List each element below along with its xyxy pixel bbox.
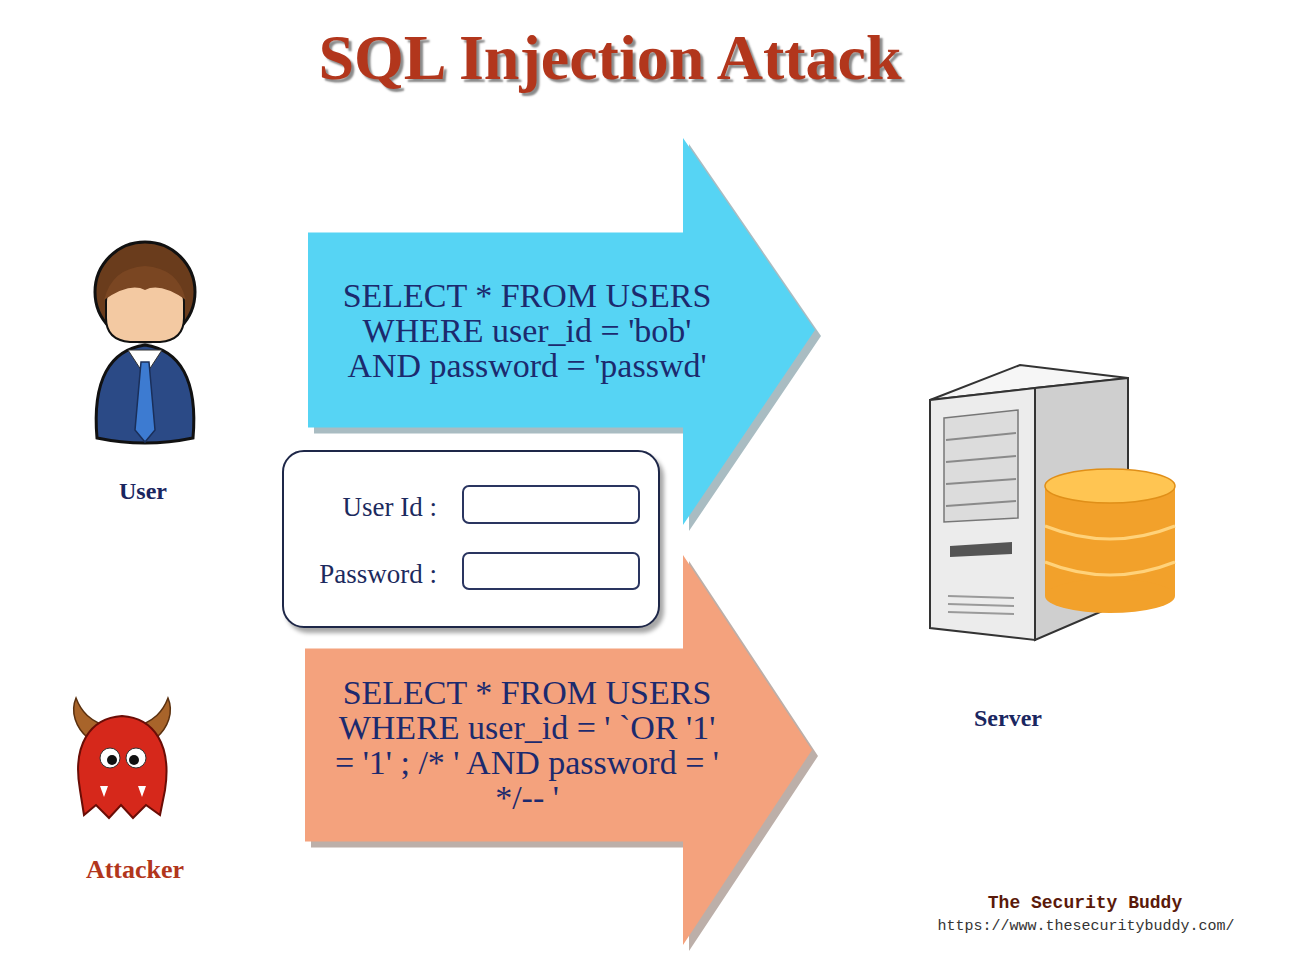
input-field: [462, 552, 640, 590]
field-label: Password :: [319, 558, 437, 590]
input-field: [462, 485, 640, 524]
actor-label: User: [119, 478, 167, 505]
login-form: User Id : Password :: [282, 450, 660, 628]
server-slot: [950, 542, 1012, 557]
database-top: [1045, 469, 1175, 503]
attacker-body: [78, 716, 166, 818]
attacker-fang: [100, 786, 108, 797]
user-body: [96, 345, 194, 443]
attacker-icon: [74, 698, 171, 818]
injection-arrow: SELECT * FROM USERS WHERE user_id = ' `O…: [297, 547, 827, 967]
arrow-fill: [305, 555, 812, 945]
sql-query: SELECT * FROM USERS WHERE user_id = 'bob…: [327, 278, 727, 383]
server-front: [930, 388, 1035, 640]
user-hair: [95, 242, 195, 342]
database-bottom: [1045, 579, 1175, 613]
server-vent: [948, 596, 1014, 614]
watermark-url: https://www.thesecuritybuddy.com/: [937, 918, 1234, 935]
attacker-eye: [100, 748, 120, 768]
attacker-pupil: [107, 755, 117, 765]
field-label: User Id :: [343, 491, 437, 523]
drive-bay-lines: [946, 433, 1016, 506]
user-icon: [95, 242, 195, 443]
attacker-eye: [126, 748, 146, 768]
server-label: Server: [974, 705, 1042, 732]
user-face: [106, 286, 184, 342]
attacker-pupil: [129, 755, 139, 765]
database-icon: [1045, 469, 1175, 613]
database-ring: [1045, 526, 1175, 575]
actor-label: Attacker: [86, 855, 184, 885]
diagram-title: SQL Injection Attack: [318, 26, 901, 90]
attacker-fang: [138, 786, 146, 797]
drive-bay: [944, 410, 1018, 522]
watermark: The Security Buddy: [988, 893, 1182, 913]
user-fringe: [104, 266, 186, 300]
user-tie: [135, 362, 155, 442]
sql-query: SELECT * FROM USERS WHERE user_id = ' `O…: [327, 675, 727, 815]
